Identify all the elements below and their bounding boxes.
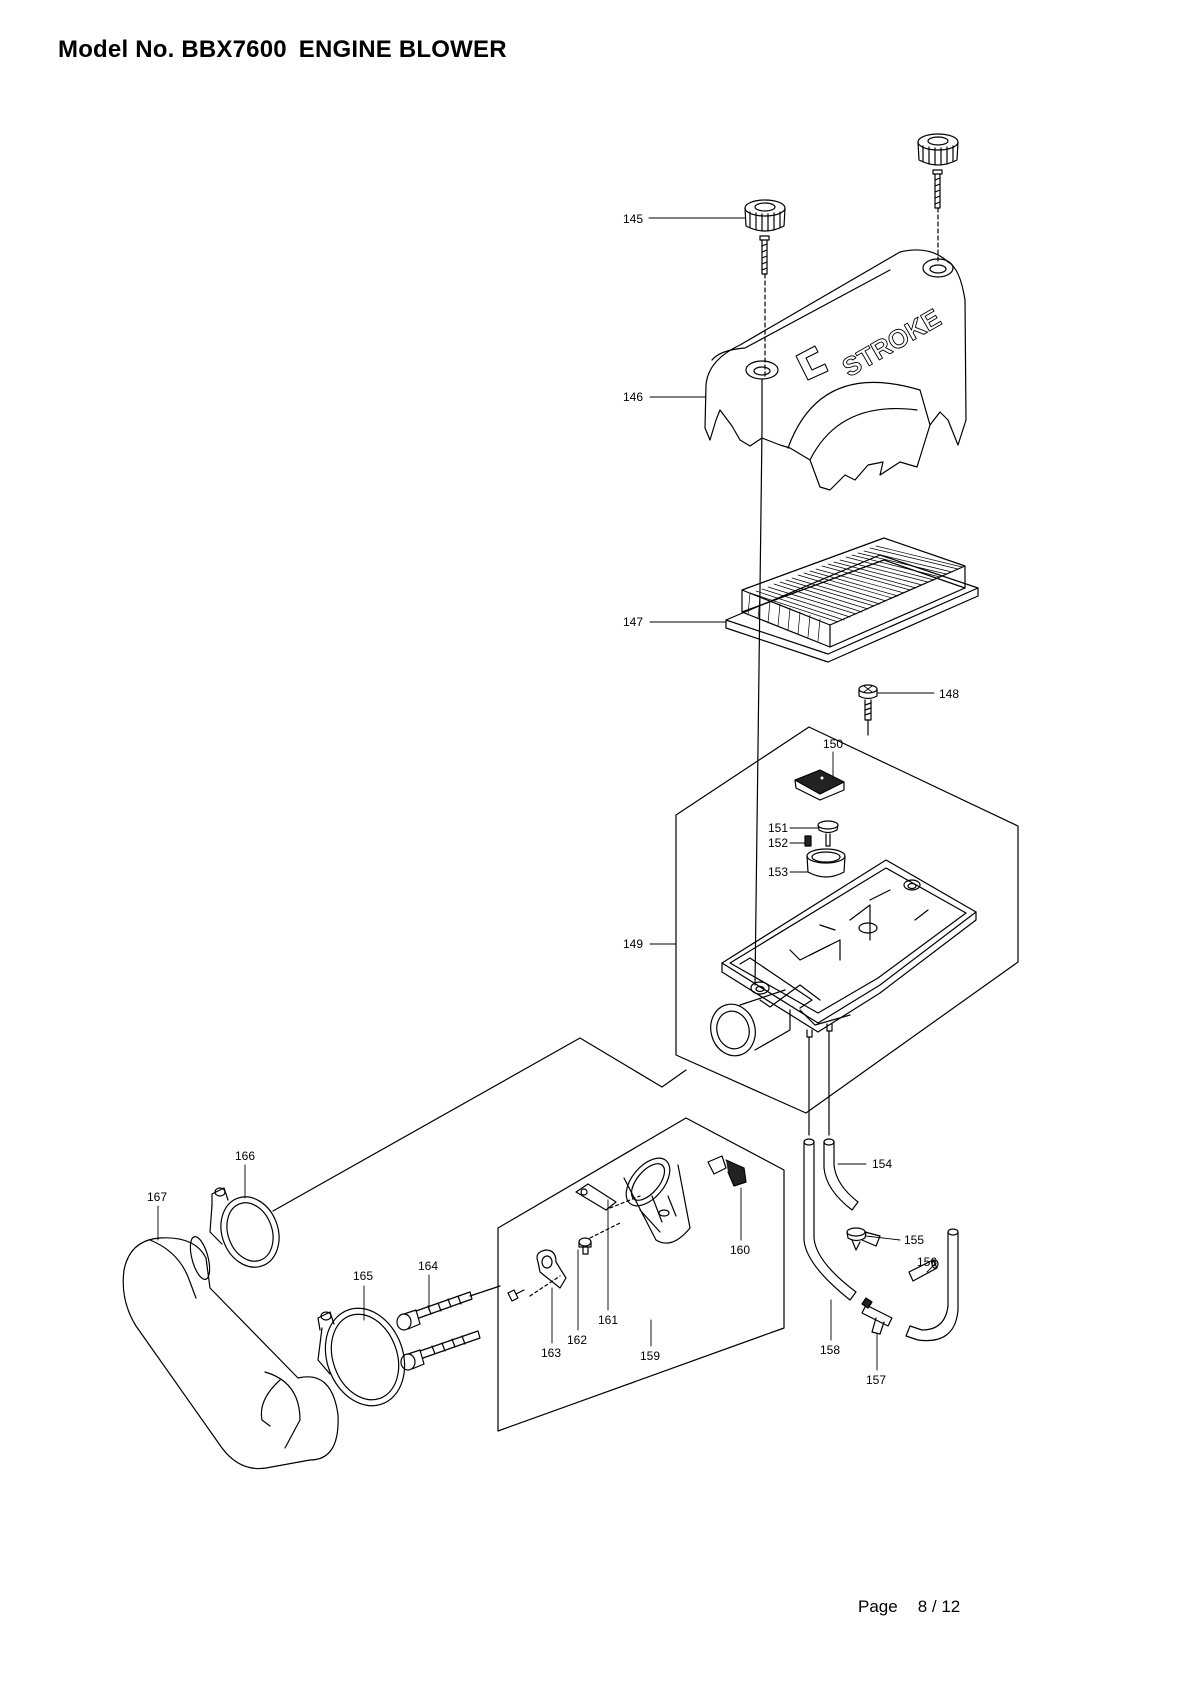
part-149-label: 149 — [623, 937, 643, 951]
part-151-label: 151 — [768, 821, 788, 835]
hose-elbow — [905, 1228, 959, 1342]
page-footer: Page 8 / 12 — [858, 1597, 960, 1617]
part-162-label: 162 — [567, 1333, 587, 1347]
part-150-label: 150 — [823, 737, 843, 751]
part-147-label: 147 — [623, 615, 643, 629]
lever-160 — [707, 1155, 747, 1187]
filter-element — [725, 537, 979, 663]
valve-151 — [817, 820, 839, 847]
part-152-label: 152 — [768, 836, 788, 850]
part-165-label: 165 — [353, 1269, 373, 1283]
housing-cup — [623, 1157, 691, 1244]
part-160-label: 160 — [730, 1243, 750, 1257]
part-167-label: 167 — [147, 1190, 167, 1204]
screw-162 — [578, 1237, 592, 1255]
alignment-line — [469, 1285, 501, 1297]
part-145-label: 145 — [623, 212, 643, 226]
part-164-label: 164 — [418, 1259, 438, 1273]
ring-153 — [806, 848, 846, 878]
air-cleaner-cover: STROKE STROKE — [704, 249, 967, 491]
small-screw — [507, 1289, 525, 1302]
alignment-line — [808, 1030, 830, 1136]
clip-155 — [846, 1227, 881, 1251]
screw-148 — [858, 684, 878, 721]
part-155-label: 155 — [904, 1233, 924, 1247]
assembly-149-outline — [675, 726, 1019, 1114]
plate-161 — [575, 1183, 617, 1211]
part-158-label: 158 — [820, 1343, 840, 1357]
part-157-label: 157 — [866, 1373, 886, 1387]
knob-left — [744, 199, 786, 275]
part-153-label: 153 — [768, 865, 788, 879]
part-159-label: 159 — [640, 1349, 660, 1363]
bolt-164b — [400, 1330, 481, 1371]
alignment-line — [754, 379, 763, 986]
clamp-166 — [209, 1187, 280, 1268]
hose-158 — [803, 1138, 857, 1301]
cover-logo-outline: STROKE — [837, 303, 946, 383]
leader-duct — [272, 1037, 687, 1212]
bolt-164 — [396, 1291, 473, 1331]
tube-156 — [908, 1259, 939, 1282]
clamp-165 — [317, 1307, 406, 1407]
page-title: Model No. BBX7600 ENGINE BLOWER — [58, 36, 507, 64]
part-161-label: 161 — [598, 1313, 618, 1327]
part-156-label: 156 — [917, 1255, 937, 1269]
product-name: ENGINE BLOWER — [298, 36, 507, 63]
model-number: Model No. BBX7600 — [58, 36, 287, 63]
page-number: 8 / 12 — [917, 1597, 961, 1616]
alignment-line — [529, 1195, 641, 1297]
part-154-label: 154 — [872, 1157, 892, 1171]
screw-152 — [804, 835, 812, 847]
assembly-159-outline — [497, 1117, 785, 1432]
part-148-label: 148 — [939, 687, 959, 701]
part-146-label: 146 — [623, 390, 643, 404]
knob-right — [917, 133, 959, 209]
duct-167 — [122, 1236, 339, 1470]
cap-150 — [794, 769, 845, 801]
hose-154 — [823, 1138, 859, 1211]
part-166-label: 166 — [235, 1149, 255, 1163]
bracket-163 — [536, 1249, 567, 1289]
leader-lines — [157, 217, 936, 1371]
part-163-label: 163 — [541, 1346, 561, 1360]
air-cleaner-case — [710, 859, 977, 1057]
page-label: Page — [858, 1597, 898, 1616]
tee-157 — [861, 1297, 893, 1335]
